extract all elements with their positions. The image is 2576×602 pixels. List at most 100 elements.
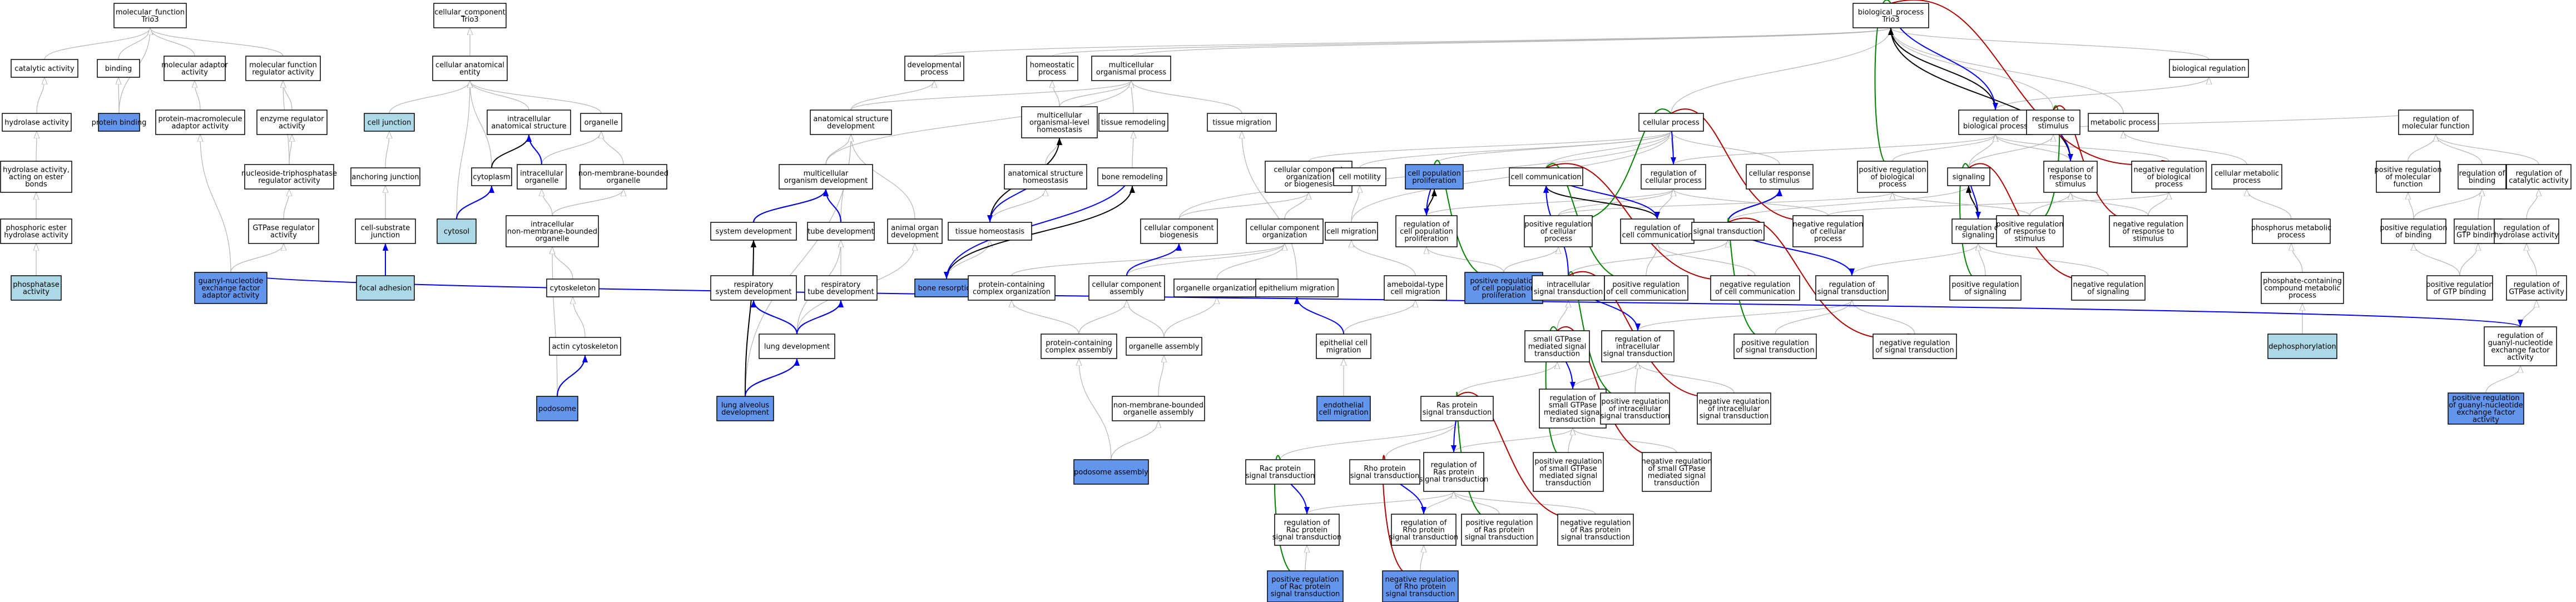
go-term-oorg[interactable]: organelle organization [1173,278,1260,297]
go-term-br[interactable]: bone remodeling [1097,167,1167,186]
go-term-ld[interactable]: lung development [759,334,835,359]
go-term-podass[interactable]: podosome assembly [1073,459,1149,485]
go-term-inmbo[interactable]: intracellularnon-membrane-boundedorganel… [506,215,599,247]
go-term-fa[interactable]: focal adhesion [356,275,415,301]
go-term-td[interactable]: tube development [807,222,875,241]
go-term-csk[interactable]: cytoskeleton [546,278,600,297]
go-term-cp[interactable]: cellular process [1638,113,1704,132]
go-term-cmig[interactable]: cell migration [1325,222,1378,241]
go-term-podo[interactable]: podosome [536,396,578,421]
go-term-acsk[interactable]: actin cytoskeleton [549,337,621,356]
go-term-tr[interactable]: tissue remodeling [1098,113,1168,132]
go-term-org[interactable]: organelle [580,113,622,132]
go-term-bres[interactable]: bone resorption [914,278,979,297]
go-term-th[interactable]: tissue homeostasis [948,222,1032,241]
go-term-breg[interactable]: biological regulation [2169,59,2249,78]
go-term-st[interactable]: signal transduction [1691,222,1765,241]
go-term-dephos[interactable]: dephosphorylation [2267,334,2337,359]
go-term-tm[interactable]: tissue migration [1207,113,1277,132]
go-term-aj[interactable]: anchoring junction [350,167,420,186]
go-term-em[interactable]: epithelium migration [1255,278,1339,297]
go-term-cyto[interactable]: cytoplasm [471,167,512,186]
go-term-sd[interactable]: system development [710,222,797,241]
go-term-ccomm[interactable]: cell communication [1509,167,1583,186]
go-term-cytosol[interactable]: cytosol [437,218,477,244]
go-term-mp[interactable]: metabolic process [2088,113,2159,132]
go-term-bind[interactable]: binding [97,59,140,78]
go-term-cj[interactable]: cell junction [364,113,415,132]
